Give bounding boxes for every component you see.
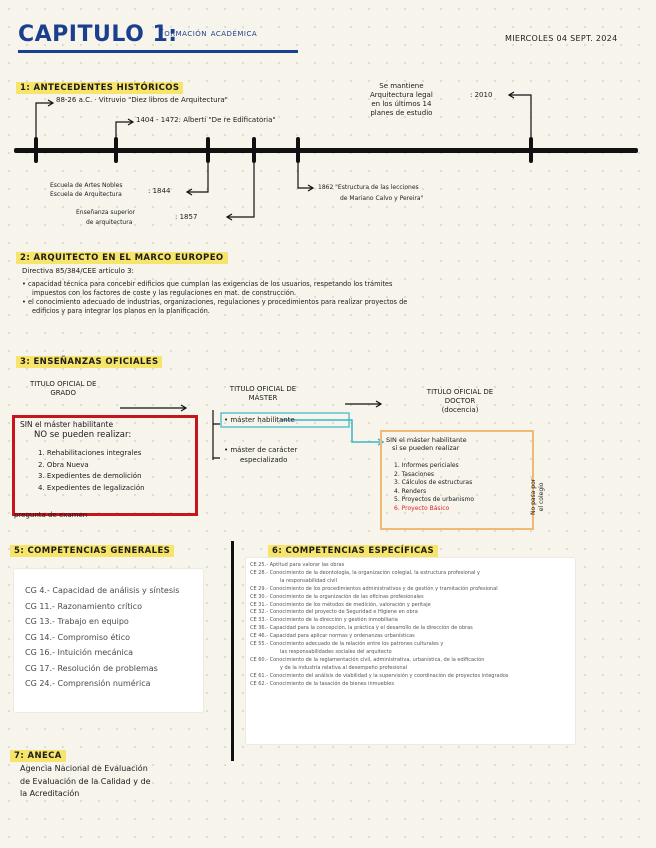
page-title: CAPITULO 1: (18, 22, 178, 47)
list-item: CE 46.- Capacidad para aplicar normas y … (250, 633, 415, 640)
event-1844-year: : 1844 (148, 187, 171, 195)
section-5-heading: 5: COMPETENCIAS GENERALES (10, 545, 175, 557)
doctor-permissions-box (380, 430, 534, 530)
timeline-tick (114, 137, 118, 163)
page-subtitle: Formación académica (158, 28, 258, 39)
timeline-tick (34, 137, 38, 163)
list-item: CE 36.- Capacidad para la concepción, la… (250, 625, 473, 632)
grado-title: TITULO OFICIAL DE GRADO (30, 380, 97, 397)
list-item: la responsabilidad civil (280, 577, 337, 584)
timeline-bar (14, 148, 638, 153)
grado-restrictions-box (12, 415, 198, 516)
list-item: CG 14.- Compromiso ético (25, 632, 131, 642)
timeline-tick (206, 137, 210, 163)
directive-title: Directiva 85/384/CEE artículo 3: (22, 267, 134, 275)
grado-restrictions-text: SIN el máster habilitante NO se pueden r… (20, 420, 132, 440)
master-especializado-b: especializado (240, 456, 288, 464)
arrow-1862 (297, 160, 312, 189)
section-6-heading: 6: COMPETENCIAS ESPECÍFICAS (268, 545, 439, 557)
event-1857-label-a: Enseñanza superior (76, 209, 136, 216)
list-item: CG 13.- Trabajo en equipo (25, 617, 129, 626)
general-competences-list: CG 4.- Capacidad de análisis y síntesis … (25, 583, 179, 692)
arrow-1857 (228, 160, 255, 218)
list-item: CG 4.- Capacidad de análisis y síntesis (25, 586, 180, 595)
list-item: CE 30.- Conocimiento de la organización … (250, 593, 424, 600)
specific-competences-card: CE 25.- Aptitud para valorar las obras C… (246, 558, 575, 744)
list-item: CG 11.- Razonamiento crítico (25, 601, 142, 611)
list-item: las responsabilidades sociales del arqui… (280, 648, 392, 655)
section-3-heading: 3: ENSEÑANZAS OFICIALES (16, 356, 163, 368)
timeline-tick (296, 137, 300, 163)
doctor-permissions-text: SIN el máster habilitante sí se pueden r… (386, 436, 467, 452)
section-2-heading: 2: ARQUITECTO EN EL MARCO EUROPEO (16, 252, 228, 264)
list-item: CE 55.- Conocimiento adecuado de la rela… (250, 641, 444, 648)
list-item: CG 16.- Intuición mecánica (25, 648, 134, 657)
arrow-vitruvio (35, 102, 52, 140)
list-item: CE 29.- Conocimiento de los procedimient… (250, 585, 498, 592)
list-item: y de la industria relativa al desempeño … (280, 664, 408, 671)
list-item: CE 28.- Conocimiento de la deontología, … (250, 569, 480, 576)
section-7-heading: 7: ANECA (10, 750, 66, 762)
list-item: CG 24.- Comprensión numérica (25, 679, 151, 688)
title-underline (18, 50, 298, 53)
side-note: No pasa por el colegio (530, 478, 545, 515)
master-habilitante: • máster habilitante (224, 416, 295, 424)
doctor-permissions-list: 1. Informes periciales 2. Tasaciones 3. … (394, 462, 475, 512)
specific-competences-list: CE 25.- Aptitud para valorar las obras C… (250, 562, 508, 689)
arrow-2010 (510, 94, 532, 140)
page-date: MIERCOLES 04 SEPT. 2024 (505, 34, 618, 43)
arrow-alberti (115, 121, 132, 140)
list-item: CG 17.- Resolución de problemas (25, 663, 158, 673)
master-title: TITULO OFICIAL DE MÁSTER (229, 385, 297, 402)
list-item: CE 60.- Conocimiento de la reglamentació… (250, 656, 485, 663)
timeline-tick (529, 137, 533, 163)
aneca-description: Agencia Nacional de Evaluación de Evalua… (20, 764, 151, 798)
arrow-1844 (188, 160, 209, 193)
event-1862-a: 1862 "Estructura de las lecciones (318, 184, 419, 191)
section-1-heading: 1: ANTECEDENTES HISTÓRICOS (16, 82, 184, 94)
directive-points: • capacidad técnica para concebir edific… (22, 280, 408, 315)
list-item: CE 25.- Aptitud para valorar las obras (250, 562, 345, 568)
list-item: CE 31.- Conocimiento de los métodos de m… (250, 601, 431, 608)
list-item: CE 62.- Conocimiento de la tasación de b… (250, 680, 394, 687)
cyan-connector (280, 419, 382, 443)
event-1857-year: : 1857 (175, 213, 198, 221)
list-item: CE 61.- Conocimiento del análisis de via… (250, 672, 509, 679)
exam-note: pregunta de examen (14, 511, 88, 519)
timeline-tick (252, 137, 256, 163)
event-1844-label-b: Escuela de Arquitectura (50, 191, 122, 198)
master-bracket (212, 410, 220, 460)
event-1857-label-b: de arquitectura (86, 219, 133, 226)
event-1862-b: de Mariano Calvo y Pereira" (340, 195, 424, 202)
list-item: CE 33.- Conocimiento de la dirección y g… (250, 617, 398, 624)
general-competences-card: CG 4.- Capacidad de análisis y síntesis … (14, 569, 203, 712)
doctor-title: TITULO OFICIAL DE DOCTOR (docencia) (426, 388, 494, 414)
master-especializado-a: • máster de carácter (224, 446, 298, 454)
list-item: CE 32.- Conocimiento del proyecto de Seg… (250, 609, 418, 616)
grado-restrictions-list: 1. Rehabilitaciones integrales 2. Obra N… (38, 449, 145, 492)
event-2010-year: : 2010 (470, 91, 493, 99)
event-1844-label-a: Escuela de Artes Nobles (50, 182, 123, 189)
event-2010-text: Se mantiene Arquitectura legal en los úl… (370, 82, 433, 117)
event-alberti: 1404 - 1472: Alberti "De re Edificatoria… (136, 116, 276, 124)
event-vitruvio: 88-26 a.C. · Vitruvio "Diez libros de Ar… (56, 96, 228, 104)
vertical-divider (231, 541, 234, 761)
